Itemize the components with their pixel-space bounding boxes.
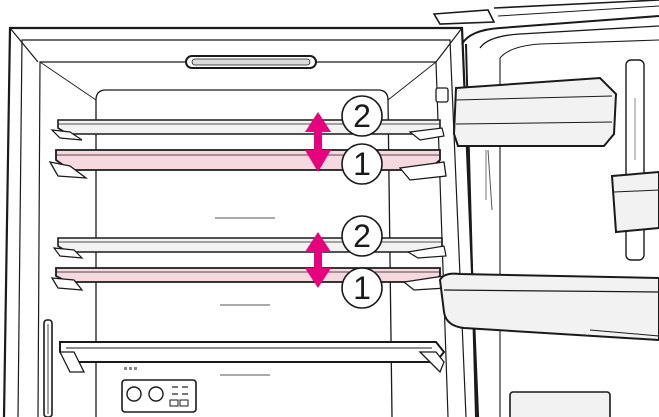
- lower-position-2-badge: 2: [342, 216, 382, 256]
- control-panel: [122, 367, 196, 412]
- bottom-shelf: [60, 342, 444, 372]
- svg-text:2: 2: [353, 98, 371, 134]
- door-bin-middle: [612, 172, 659, 232]
- door-pocket: [510, 392, 610, 417]
- upper-position-1-badge: 1: [342, 144, 382, 184]
- temperature-dial-left: [127, 387, 141, 401]
- upper-shelf-position-1: [50, 150, 446, 180]
- lower-position-1-badge: 1: [342, 268, 382, 308]
- door-bin-upper: [454, 78, 616, 146]
- lower-shelf-position-1: [52, 268, 446, 290]
- svg-text:1: 1: [353, 270, 371, 306]
- lower-shelf-position-2: [54, 238, 446, 258]
- svg-text:2: 2: [353, 218, 371, 254]
- svg-text:1: 1: [353, 146, 371, 182]
- upper-position-2-badge: 2: [342, 96, 382, 136]
- ceiling-light: [186, 56, 316, 68]
- upper-shelf-position-2: [52, 120, 444, 140]
- shelf-rails: [44, 320, 52, 417]
- temperature-dial-right: [149, 387, 163, 401]
